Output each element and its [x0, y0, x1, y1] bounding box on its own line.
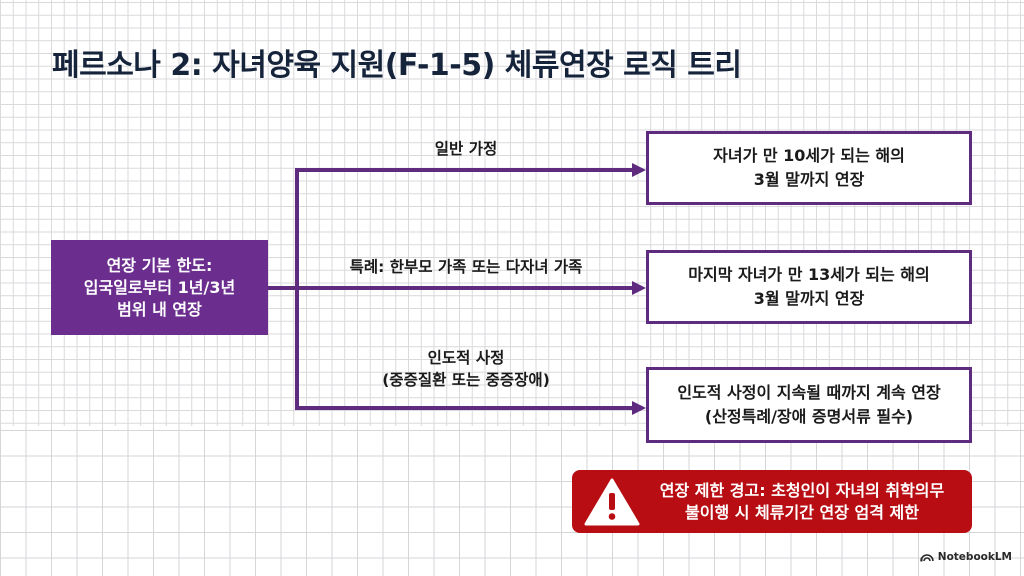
grid-background-upper [0, 0, 1024, 426]
connector-root-stem [268, 286, 298, 290]
result-node-age-13: 마지막 자녀가 만 13세가 되는 해의 3월 말까지 연장 [646, 250, 972, 324]
result-node-age-10: 자녀가 만 10세가 되는 해의 3월 말까지 연장 [646, 131, 972, 205]
result-line: 3월 말까지 연장 [753, 289, 865, 308]
connector-branch-1 [295, 168, 632, 172]
branch-label-humanitarian: 인도적 사정 (중증질환 또는 중증장애) [300, 347, 632, 391]
root-node-line: 연장 기본 한도: [106, 255, 213, 275]
result-line: 인도적 사정이 지속될 때까지 계속 연장 [677, 383, 941, 402]
branch-label-special-case: 특례: 한부모 가족 또는 다자녀 가족 [300, 256, 632, 278]
branch-label-line: 인도적 사정 [427, 349, 505, 367]
result-line: (산정특례/장애 증명서류 필수) [704, 407, 914, 426]
branch-label-line: 특례: 한부모 가족 또는 다자녀 가족 [349, 258, 583, 276]
root-node-line: 입국일로부터 1년/3년 [83, 277, 236, 297]
warning-line: 연장 제한 경고: 초청인이 자녀의 취학의무 [659, 480, 945, 500]
root-node-line: 범위 내 연장 [117, 299, 202, 319]
branch-label-general-family: 일반 가정 [300, 138, 632, 160]
warning-text: 연장 제한 경고: 초청인이 자녀의 취학의무 불이행 시 체류기간 연장 엄격… [640, 480, 972, 524]
result-line: 3월 말까지 연장 [753, 170, 865, 189]
notebooklm-watermark: NotebookLM [919, 551, 1012, 563]
result-line: 마지막 자녀가 만 13세가 되는 해의 [688, 265, 930, 284]
notebooklm-logo-icon [919, 554, 934, 562]
page-title: 페르소나 2: 자녀양육 지원(F-1-5) 체류연장 로직 트리 [52, 48, 742, 83]
result-line: 자녀가 만 10세가 되는 해의 [713, 146, 905, 165]
root-node-extension-limit: 연장 기본 한도: 입국일로부터 1년/3년 범위 내 연장 [51, 240, 268, 335]
result-node-humanitarian: 인도적 사정이 지속될 때까지 계속 연장 (산정특례/장애 증명서류 필수) [646, 367, 972, 443]
warning-triangle-icon [584, 478, 640, 525]
connector-branch-2 [295, 286, 632, 290]
connector-branch-3 [295, 406, 632, 410]
warning-line: 불이행 시 체류기간 연장 엄격 제한 [685, 502, 919, 522]
branch-label-line: 일반 가정 [434, 140, 498, 158]
brand-label: NotebookLM [937, 551, 1012, 563]
branch-label-line: (중증질환 또는 중증장애) [382, 371, 550, 389]
arrow-head-icon [632, 281, 646, 295]
warning-banner: 연장 제한 경고: 초청인이 자녀의 취학의무 불이행 시 체류기간 연장 엄격… [572, 470, 972, 533]
arrow-head-icon [632, 163, 646, 177]
arrow-head-icon [632, 401, 646, 415]
